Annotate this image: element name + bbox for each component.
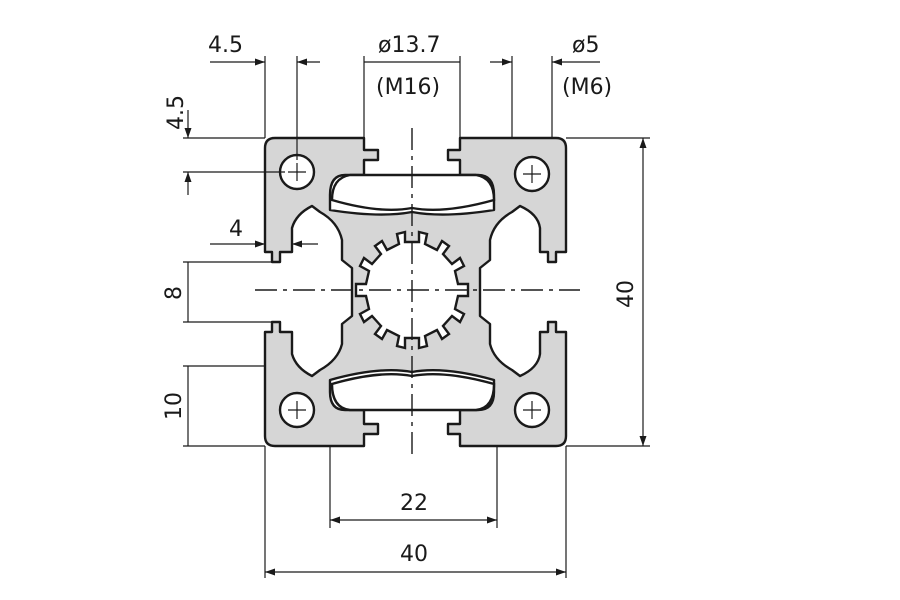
- dim-overall-height: 40: [566, 137, 650, 447]
- dim-slot-lip-label: 4: [229, 217, 243, 242]
- profile-cross-section: [263, 136, 568, 448]
- dim-center-bore-diameter-label: ø13.7: [378, 33, 440, 58]
- dim-overall-height-label: 40: [614, 280, 639, 308]
- dim-slot-opening-label: 8: [162, 286, 187, 300]
- dim-top-left-width-label: 4.5: [208, 33, 243, 58]
- dim-slot-lip: 4: [210, 217, 318, 248]
- dim-corner-hole-diameter-label: ø5: [572, 33, 599, 58]
- corner-hole-bottom-left: [278, 391, 316, 429]
- corner-hole-bottom-right: [513, 391, 551, 429]
- corner-hole-top-right: [513, 155, 551, 193]
- dim-slot-width-bottom-label: 22: [400, 491, 428, 516]
- corner-hole-top-left: [278, 153, 316, 191]
- dim-slot-opening: 8: [162, 261, 272, 323]
- dim-corner-hole-thread-label: (M6): [562, 75, 612, 100]
- top-cavity: [330, 173, 496, 211]
- dim-corner-offset: 10: [162, 365, 265, 447]
- dim-center-bore: ø13.7 (M16): [363, 33, 461, 138]
- dim-overall-width: 40: [264, 446, 567, 578]
- dim-slot-width-bottom: 22: [329, 446, 498, 528]
- dim-corner-hole: ø5 (M6): [490, 33, 612, 138]
- dim-top-left-height-label: 4.5: [164, 95, 189, 130]
- dim-top-left-width: 4.5: [208, 33, 320, 160]
- dim-center-bore-thread-label: (M16): [376, 75, 440, 100]
- dim-overall-width-label: 40: [400, 542, 428, 567]
- dim-top-left-height: 4.5: [164, 95, 285, 195]
- dim-corner-offset-label: 10: [162, 392, 187, 420]
- bottom-cavity: [330, 373, 496, 412]
